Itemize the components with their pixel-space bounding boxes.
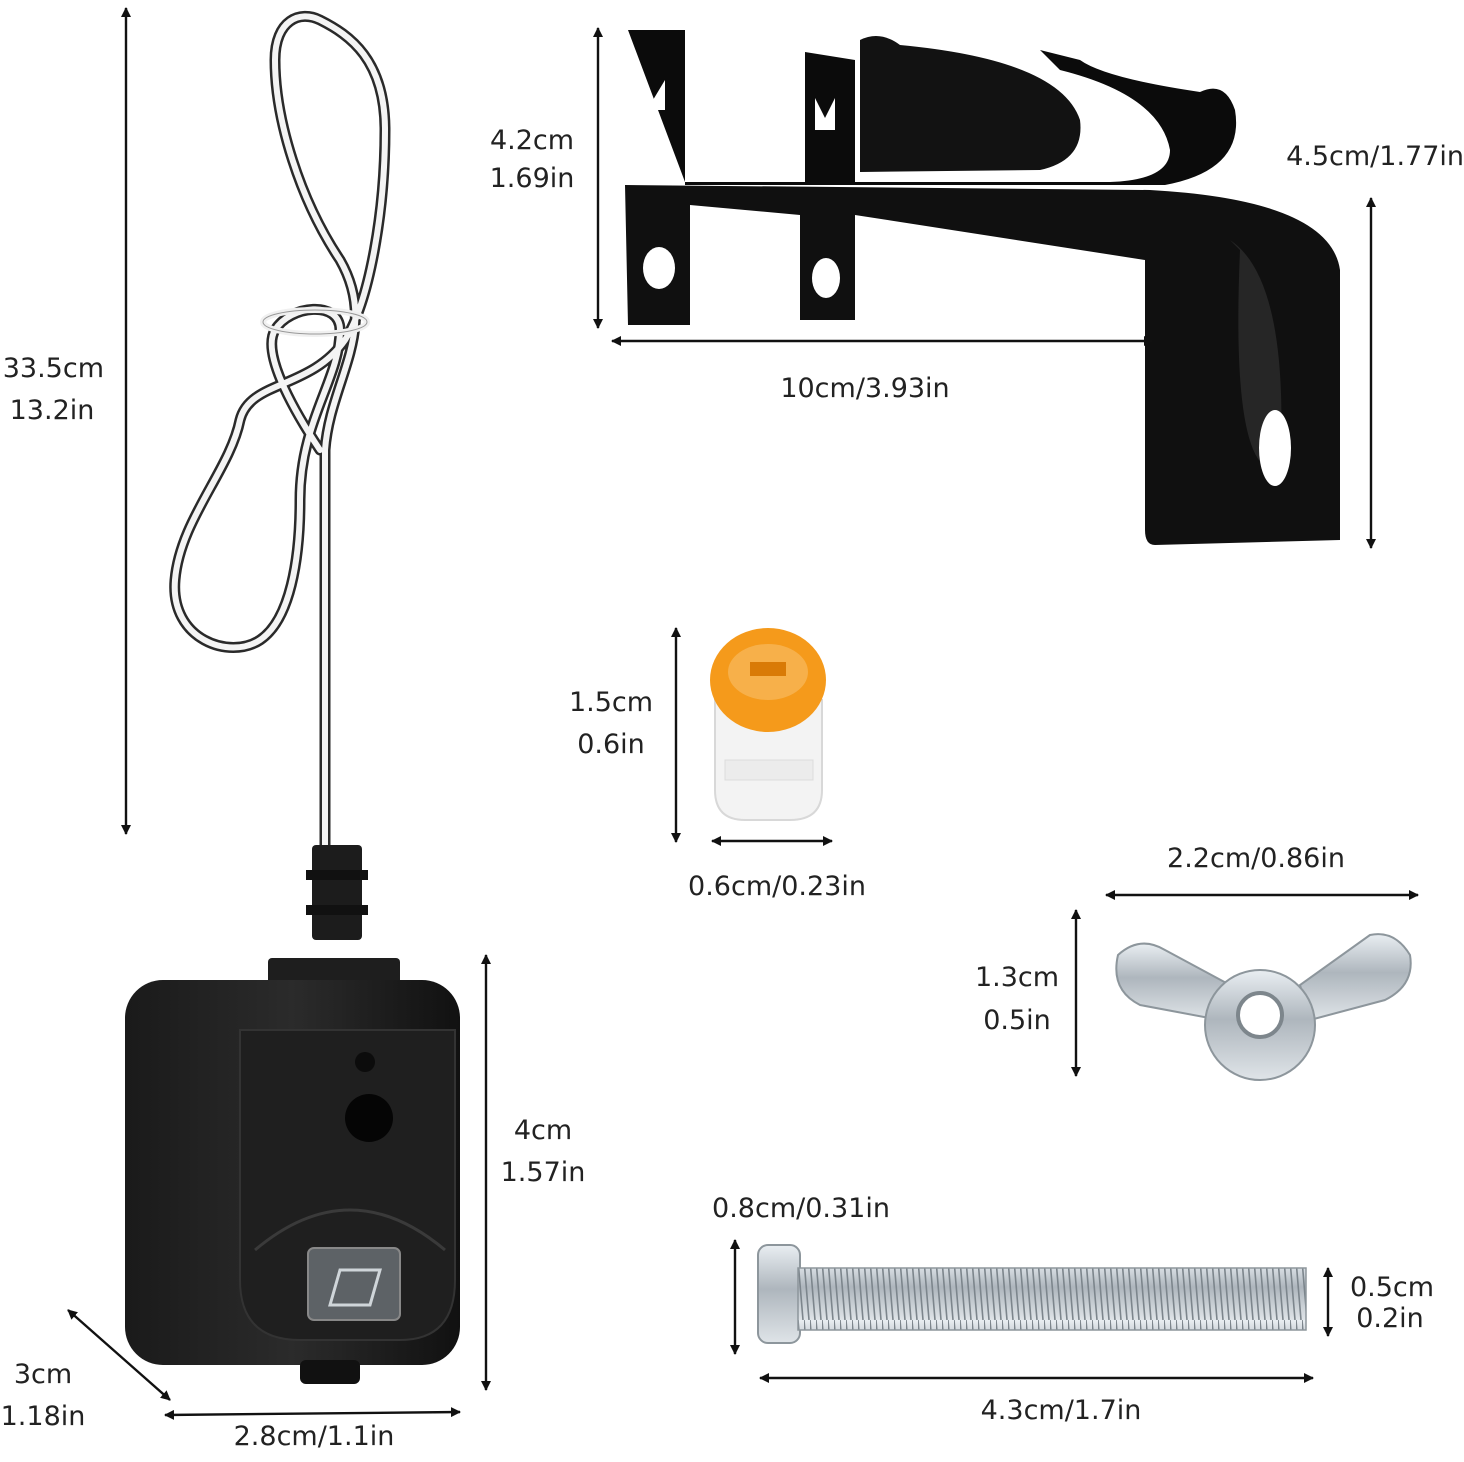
bracket-image [625, 30, 1340, 545]
connector-width-label: 0.6cm/0.23in [688, 871, 866, 902]
bolt-length-label: 4.3cm/1.7in [980, 1395, 1142, 1426]
sensor-width-arrow [164, 1407, 461, 1420]
bracket-width-label: 10cm/3.93in [780, 373, 950, 404]
sensor-depth-in-label: 1.18in [0, 1401, 86, 1432]
wing-nut-height-cm-label: 1.3cm [974, 962, 1060, 993]
bracket-height-in-label: 1.69in [489, 163, 575, 194]
wing-nut-image [1115, 933, 1412, 1081]
connector-image [710, 628, 826, 821]
sensor-height-in-label: 1.57in [500, 1157, 586, 1188]
wing-nut-height-in-label: 0.5in [983, 1005, 1051, 1036]
wing-nut-width-label: 2.2cm/0.86in [1167, 843, 1345, 874]
cable-image [169, 10, 391, 856]
bolt-thread-in-label: 0.2in [1356, 1303, 1424, 1334]
connector-height-cm-label: 1.5cm [568, 687, 654, 718]
cable-length-cm-label: 33.5cm [2, 353, 104, 384]
sensor-height-cm-label: 4cm [513, 1115, 573, 1146]
cable-length-in-label: 13.2in [9, 395, 95, 426]
sensor-image [125, 845, 460, 1384]
sensor-width-label: 2.8cm/1.1in [233, 1421, 395, 1452]
bolt-thread-cm-label: 0.5cm [1349, 1272, 1435, 1303]
bolt-head-label: 0.8cm/0.31in [712, 1193, 890, 1224]
bracket-depth-label: 4.5cm/1.77in [1286, 141, 1464, 172]
sensor-depth-arrow [67, 1309, 171, 1401]
dimension-lines [67, 6, 1419, 1420]
bracket-height-cm-label: 4.2cm [489, 125, 575, 156]
bolt-image [757, 1244, 1307, 1344]
connector-height-in-label: 0.6in [577, 729, 645, 760]
sensor-depth-cm-label: 3cm [13, 1359, 73, 1390]
